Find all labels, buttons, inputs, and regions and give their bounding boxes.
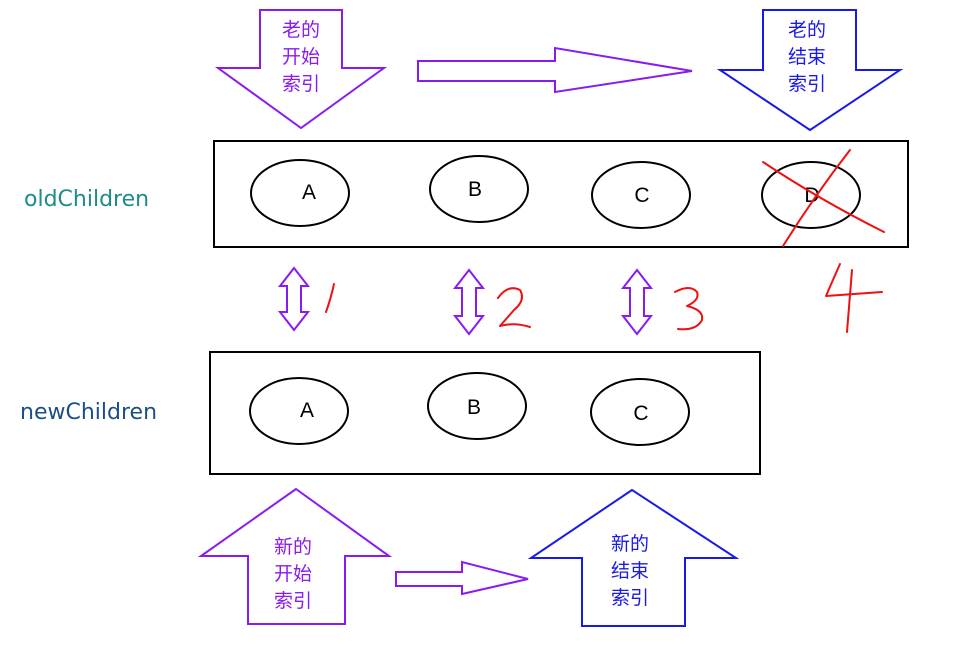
compare-arrow-1 bbox=[277, 266, 311, 332]
old-start-arrow-shape bbox=[214, 9, 388, 130]
old-end-text-1: 老的 bbox=[788, 19, 826, 41]
new-end-pointer: 新的 结束 索引 bbox=[527, 488, 740, 627]
new-start-arrow-shape bbox=[197, 487, 393, 625]
step-3-label: 3 bbox=[682, 297, 696, 322]
new-children-label: newChildren bbox=[20, 400, 157, 425]
new-start-pointer: 新的 开始 索引 bbox=[197, 487, 393, 625]
old-direction-arrow bbox=[417, 46, 693, 94]
new-end-arrow-shape bbox=[527, 488, 740, 627]
step-2-mark bbox=[497, 287, 531, 328]
old-start-text-2: 开始 bbox=[282, 46, 320, 68]
old-node-b-label: B bbox=[468, 178, 482, 201]
step-1-label: 1 bbox=[323, 287, 337, 312]
new-node-b-label: B bbox=[467, 396, 481, 419]
old-start-pointer: 老的 开始 索引 bbox=[214, 9, 388, 130]
new-start-text-2: 开始 bbox=[274, 563, 312, 585]
old-end-pointer: 老的 结束 索引 bbox=[716, 9, 904, 132]
new-node-c-label: C bbox=[633, 402, 648, 425]
old-children-box bbox=[213, 140, 909, 248]
new-children-box bbox=[209, 351, 761, 475]
old-end-text-3: 索引 bbox=[788, 73, 826, 95]
step-2-label: 2 bbox=[507, 299, 521, 324]
new-end-text-2: 结束 bbox=[611, 560, 649, 582]
compare-arrow-2 bbox=[452, 268, 486, 336]
old-children-label: oldChildren bbox=[24, 187, 149, 212]
new-end-text-1: 新的 bbox=[611, 533, 649, 555]
compare-arrow-3 bbox=[620, 268, 654, 336]
old-end-arrow-shape bbox=[716, 9, 904, 132]
new-node-a: A bbox=[249, 377, 349, 445]
old-node-a-label: A bbox=[302, 181, 316, 204]
removed-node-cross bbox=[762, 149, 885, 247]
new-end-text-3: 索引 bbox=[611, 587, 649, 609]
new-node-c: C bbox=[590, 378, 690, 446]
old-node-c: C bbox=[591, 161, 691, 229]
old-end-text-2: 结束 bbox=[788, 46, 826, 68]
new-node-a-label: A bbox=[300, 399, 314, 422]
new-direction-arrow bbox=[395, 560, 529, 596]
old-start-text-3: 索引 bbox=[282, 73, 320, 95]
step-1-mark bbox=[325, 283, 335, 313]
old-node-a: A bbox=[250, 159, 350, 227]
old-node-c-label: C bbox=[634, 184, 649, 207]
step-3-mark bbox=[674, 287, 704, 331]
step-numbers: 1 2 3 4 bbox=[323, 263, 883, 333]
new-node-b: B bbox=[427, 372, 527, 440]
old-node-b: B bbox=[429, 155, 529, 223]
new-start-text-1: 新的 bbox=[274, 536, 312, 558]
step-4-mark bbox=[825, 263, 883, 333]
new-start-text-3: 索引 bbox=[274, 590, 312, 612]
old-start-text-1: 老的 bbox=[282, 19, 320, 41]
step-4-label: 4 bbox=[845, 287, 859, 312]
